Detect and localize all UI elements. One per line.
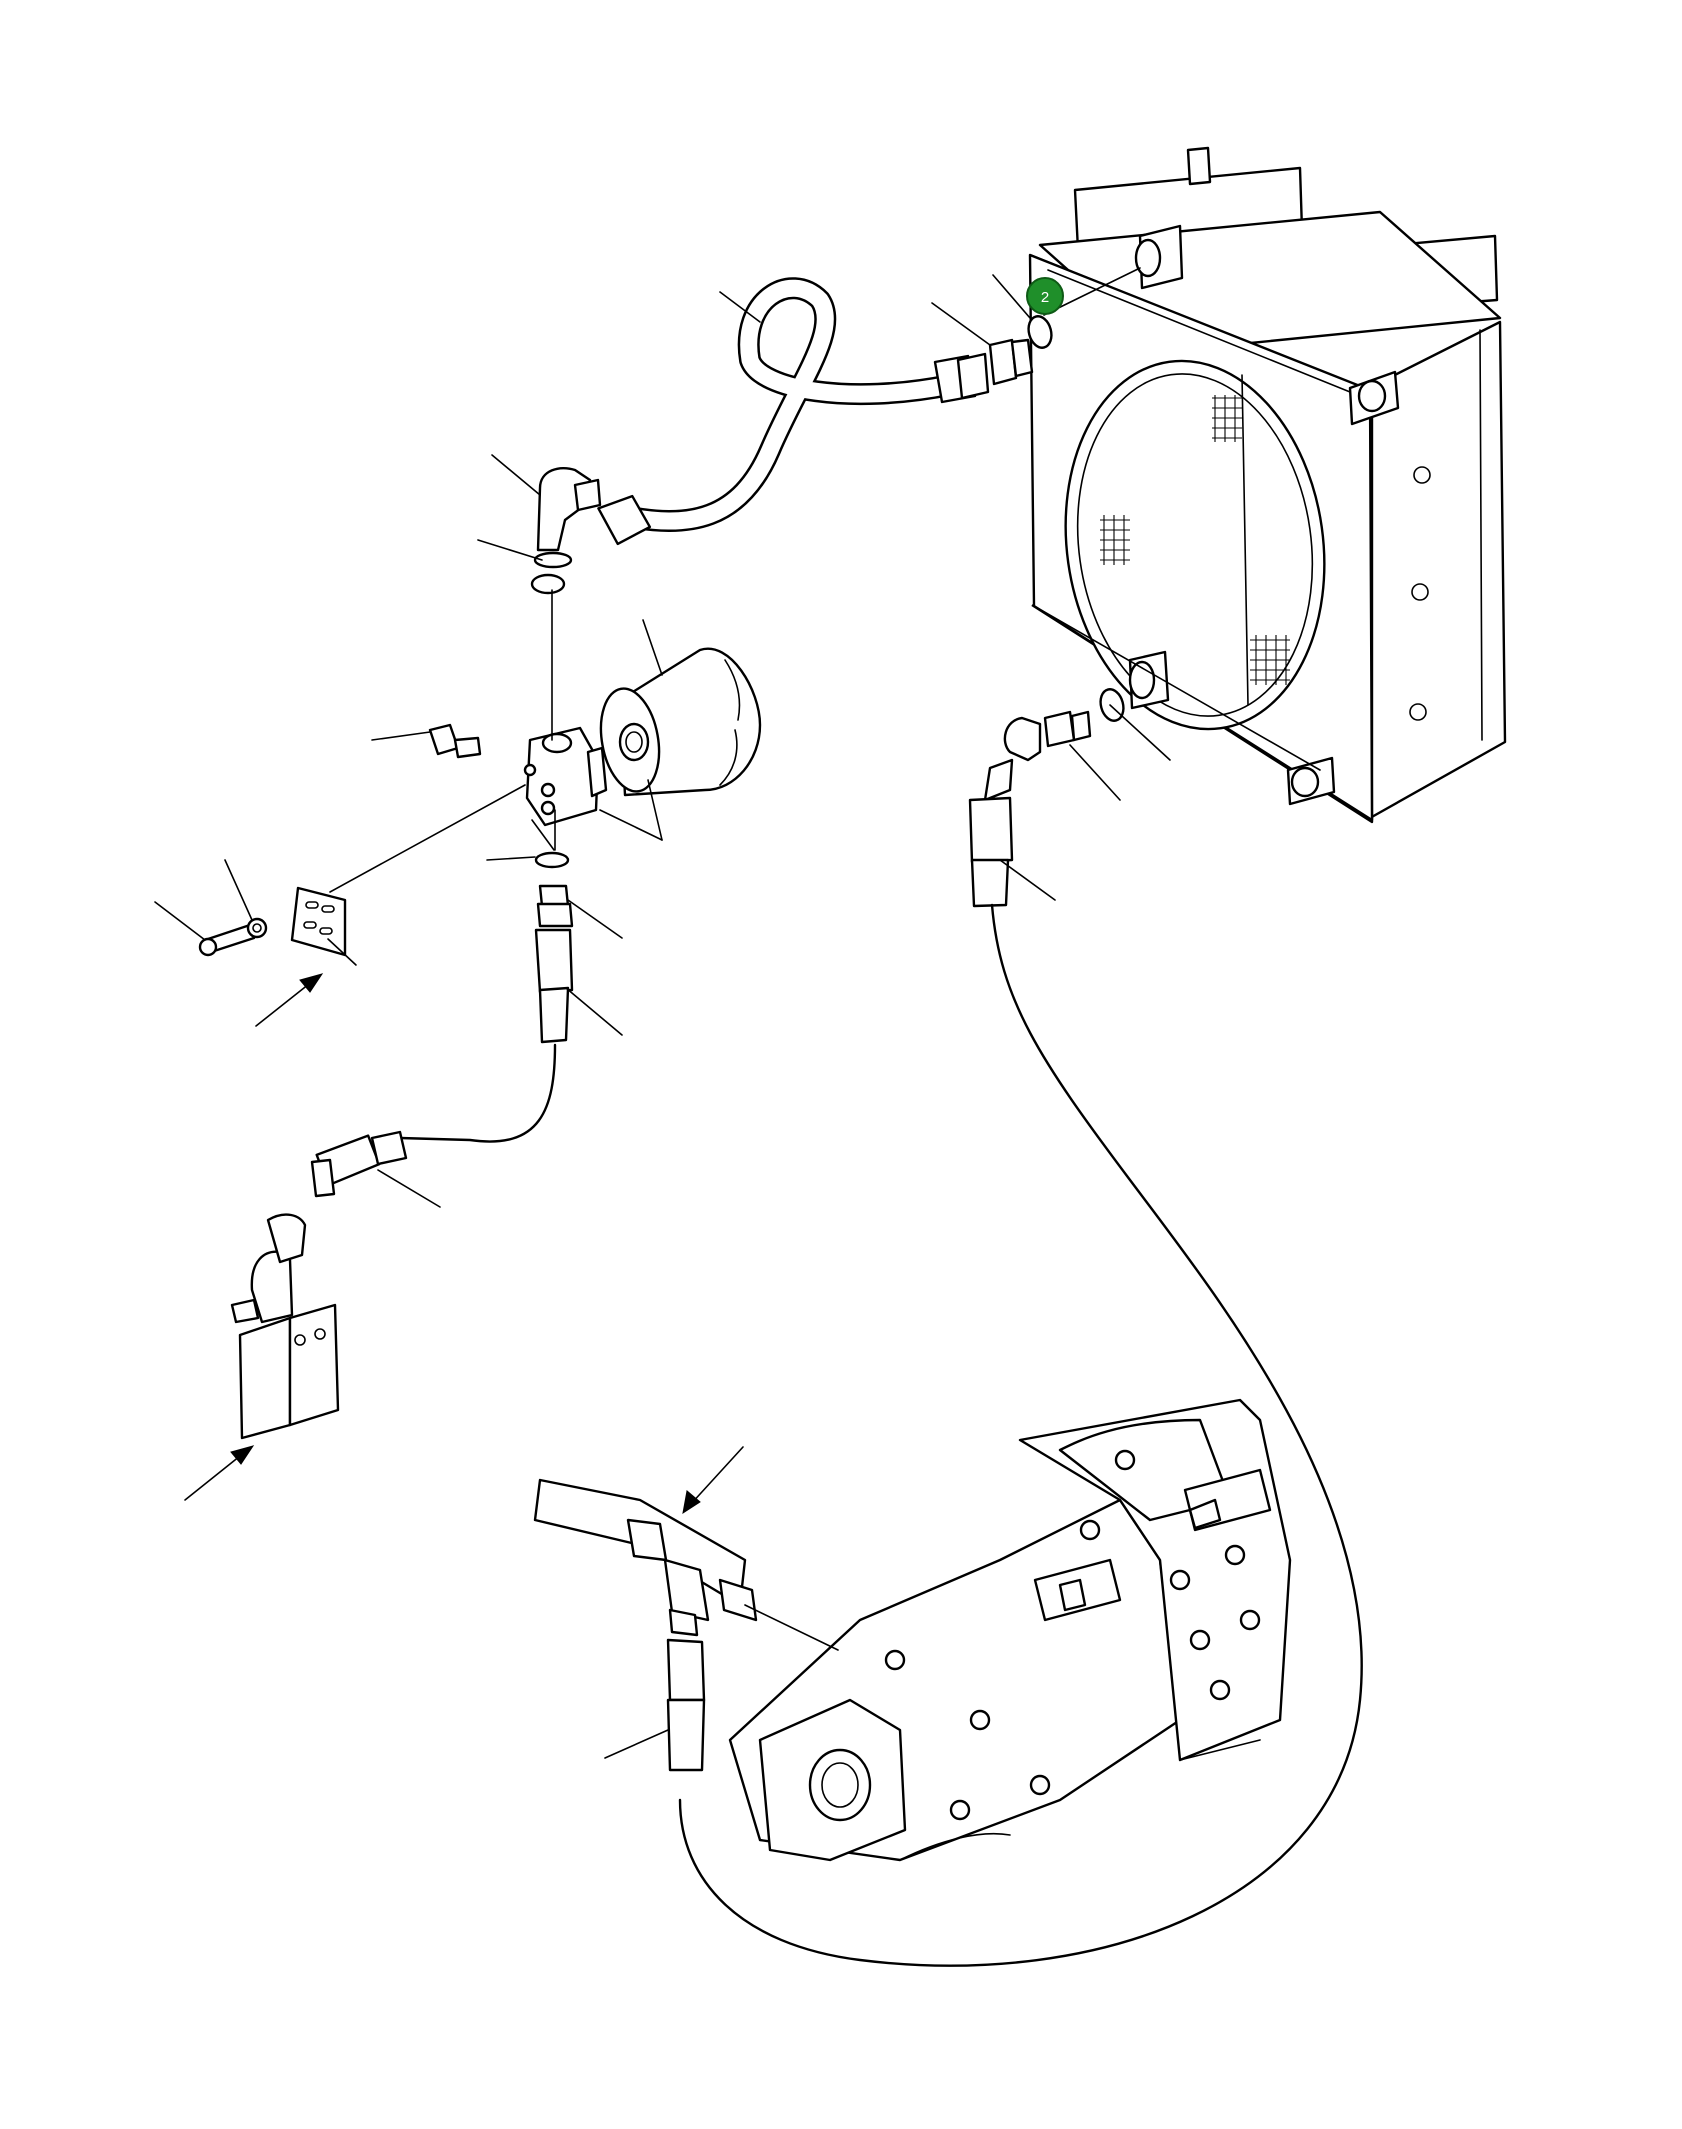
o-ring-lower — [534, 851, 570, 869]
oil-filter — [599, 647, 762, 797]
long-return-line — [678, 903, 1363, 1967]
core-hatch — [1100, 395, 1290, 685]
mounting-bracket — [290, 886, 347, 957]
callout-marker[interactable]: 2 — [1026, 277, 1064, 315]
pump-assembly — [728, 1398, 1292, 1862]
upper-hose — [597, 277, 990, 546]
radiator-assembly — [1028, 146, 1507, 824]
lower-hose-fitting — [968, 688, 1125, 908]
callout-circle-icon — [1026, 277, 1064, 315]
callout-label: 2 — [1041, 289, 1049, 306]
bolt-and-washer — [198, 917, 268, 957]
arrows — [184, 973, 744, 1515]
filter-head — [523, 726, 608, 827]
filter-adapter — [536, 884, 574, 928]
lower-left-hose — [310, 1130, 408, 1198]
elbow-fitting — [530, 466, 602, 595]
valve-block — [230, 1213, 340, 1440]
leader-lines — [154, 267, 1171, 1759]
tee-fitting — [533, 1478, 758, 1772]
filter-outlet-hose — [398, 928, 574, 1143]
upper-adapter — [988, 315, 1053, 386]
pressure-switch — [428, 723, 482, 759]
